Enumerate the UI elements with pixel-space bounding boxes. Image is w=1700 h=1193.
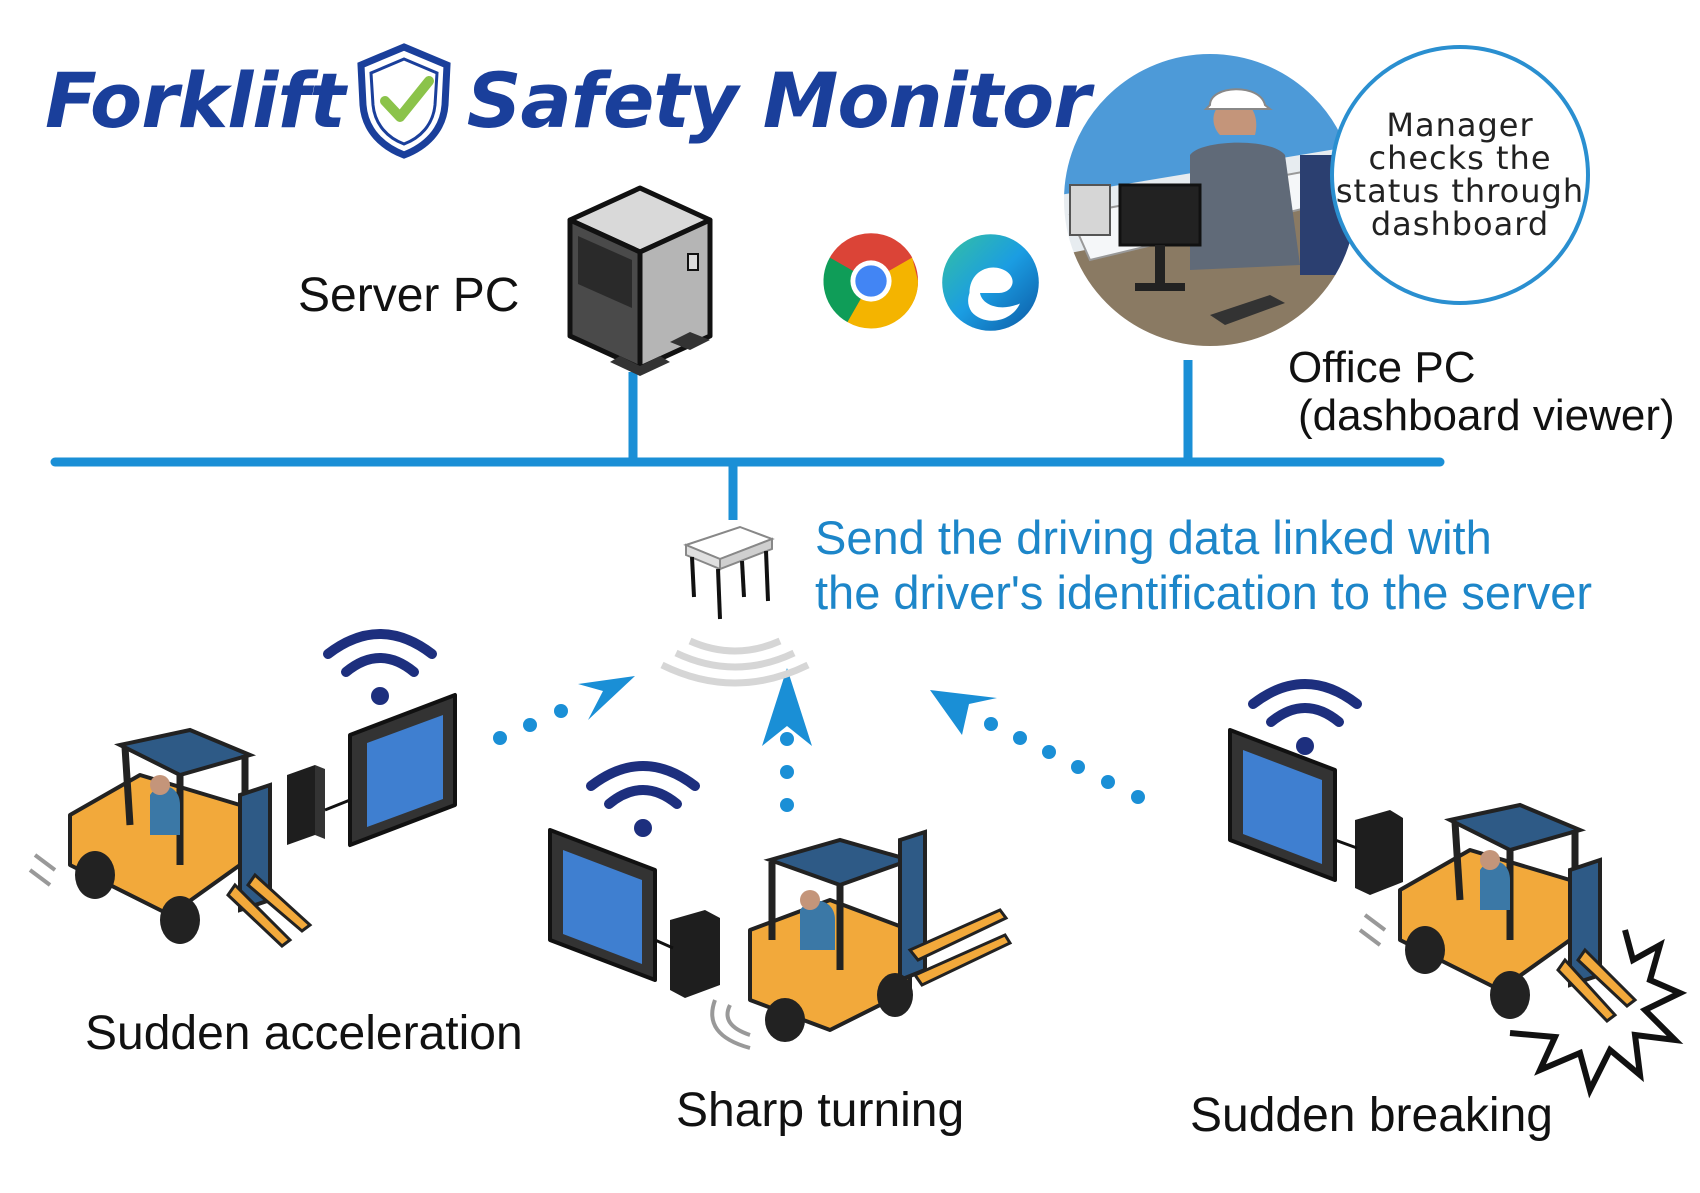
- tablet-icon: [548, 828, 720, 998]
- message-line-1: Send the driving data linked with: [815, 511, 1492, 564]
- edge-icon: [942, 234, 1039, 331]
- arrow-left: [578, 676, 635, 720]
- manager-bubble: Manager checks the status through dashbo…: [1330, 45, 1590, 305]
- forklift-icon: [710, 829, 1013, 1050]
- office-pc-label: Office PC: [1288, 343, 1476, 392]
- dotted-path-left: [493, 676, 635, 745]
- wifi-icon: [323, 629, 437, 705]
- title-word-forklift: Forklift: [45, 55, 346, 145]
- manager-bubble-text: Manager checks the status through dashbo…: [1335, 106, 1585, 243]
- message-line-2: the driver's identification to the serve…: [815, 566, 1593, 619]
- access-point-icon: [660, 525, 810, 687]
- impact-burst-icon: [1509, 929, 1688, 1099]
- office-manager-illustration: [1060, 50, 1360, 350]
- server-tower-icon: [567, 185, 713, 376]
- dotted-path-right: [930, 690, 1145, 804]
- office-pc-sublabel: (dashboard viewer): [1298, 391, 1675, 440]
- event-label-sudden-acceleration: Sudden acceleration: [85, 1007, 523, 1060]
- forklift-icon: [28, 727, 313, 948]
- arrow-center: [762, 668, 812, 746]
- server-pc-label: Server PC: [298, 269, 520, 322]
- wifi-icon: [586, 761, 700, 837]
- wifi-icon: [1248, 679, 1362, 755]
- tablet-icon: [287, 693, 457, 847]
- tablet-icon: [1228, 728, 1403, 895]
- dotted-path-center: [762, 668, 812, 812]
- title-word-safety-monitor: Safety Monitor: [466, 55, 1091, 145]
- shield-check-icon: [357, 43, 451, 159]
- chrome-icon: [823, 233, 919, 329]
- arrow-right: [930, 690, 997, 735]
- data-transfer-message: Send the driving data linked with the dr…: [815, 510, 1592, 620]
- forklift-icon: [1358, 802, 1638, 1023]
- event-label-sudden-breaking: Sudden breaking: [1190, 1089, 1553, 1142]
- page-title: Forklift Safety Monitor: [45, 43, 1091, 159]
- event-label-sharp-turning: Sharp turning: [676, 1084, 965, 1137]
